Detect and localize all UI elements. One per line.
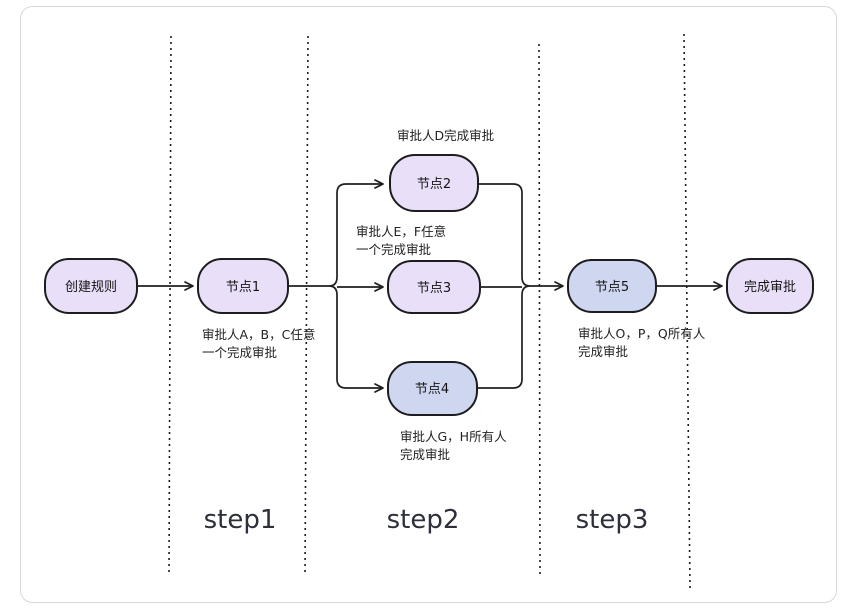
finish-label: 完成审批 bbox=[744, 280, 796, 295]
divider-line-3 bbox=[538, 43, 541, 579]
flow-nodes: 创建规则 节点1 节点2 节点3 节点4 节点5 完成审批 bbox=[44, 154, 814, 416]
annotation-node1-line1: 审批人A，B，C任意 bbox=[202, 327, 315, 342]
annotation-node5-rule: 审批人O，P，Q所有人 完成审批 bbox=[578, 326, 706, 359]
node4-shape[interactable] bbox=[387, 361, 478, 416]
annotation-node4-line1: 审批人G，H所有人 bbox=[400, 429, 507, 444]
node2-label: 节点2 bbox=[417, 177, 451, 192]
node5-label: 节点5 bbox=[595, 280, 629, 295]
annotation-node2-line1: 审批人D完成审批 bbox=[397, 128, 494, 143]
annotation-node5-line1: 审批人O，P，Q所有人 bbox=[578, 326, 706, 341]
annotation-node1-line2: 一个完成审批 bbox=[202, 345, 277, 360]
step-labels: step1 step2 step3 bbox=[204, 505, 649, 535]
annotation-node3-line2: 一个完成审批 bbox=[356, 242, 431, 257]
node4-label: 节点4 bbox=[415, 382, 449, 397]
finish-shape[interactable] bbox=[726, 258, 814, 314]
split-bracket bbox=[328, 183, 347, 389]
node5-shape[interactable] bbox=[567, 259, 657, 313]
flow-node-2[interactable]: 节点2 bbox=[389, 154, 479, 212]
connectors bbox=[137, 179, 723, 393]
step1-label: step1 bbox=[204, 505, 277, 535]
annotation-node1-rule: 审批人A，B，C任意 一个完成审批 bbox=[202, 327, 315, 360]
node2-shape[interactable] bbox=[389, 154, 479, 212]
flow-node-4[interactable]: 节点4 bbox=[387, 361, 478, 416]
annotations: 审批人A，B，C任意 一个完成审批 审批人D完成审批 审批人E，F任意 一个完成… bbox=[202, 128, 706, 462]
divider-line-2 bbox=[304, 35, 309, 577]
node3-shape[interactable] bbox=[387, 260, 481, 314]
annotation-node3-line1: 审批人E，F任意 bbox=[356, 224, 446, 239]
divider-line-1 bbox=[168, 35, 172, 577]
annotation-node2-rule: 审批人D完成审批 bbox=[397, 128, 494, 143]
create-rule-label: 创建规则 bbox=[65, 280, 117, 295]
create-rule-shape[interactable] bbox=[44, 258, 138, 314]
flow-node-create-rule[interactable]: 创建规则 bbox=[44, 258, 138, 314]
flow-node-3[interactable]: 节点3 bbox=[387, 260, 481, 314]
node1-shape[interactable] bbox=[197, 258, 289, 314]
annotation-node3-rule: 审批人E，F任意 一个完成审批 bbox=[356, 224, 446, 257]
step3-label: step3 bbox=[576, 505, 649, 535]
node3-label: 节点3 bbox=[417, 281, 451, 296]
step-dividers bbox=[168, 33, 691, 589]
divider-line-4 bbox=[683, 33, 691, 589]
flow-node-1[interactable]: 节点1 bbox=[197, 258, 289, 314]
step2-label: step2 bbox=[387, 505, 460, 535]
annotation-node5-line2: 完成审批 bbox=[578, 344, 628, 359]
annotation-node4-line2: 完成审批 bbox=[400, 447, 450, 462]
flow-node-finish[interactable]: 完成审批 bbox=[726, 258, 814, 314]
flow-node-5[interactable]: 节点5 bbox=[567, 259, 657, 313]
annotation-node4-rule: 审批人G，H所有人 完成审批 bbox=[400, 429, 507, 462]
node1-label: 节点1 bbox=[226, 280, 260, 295]
